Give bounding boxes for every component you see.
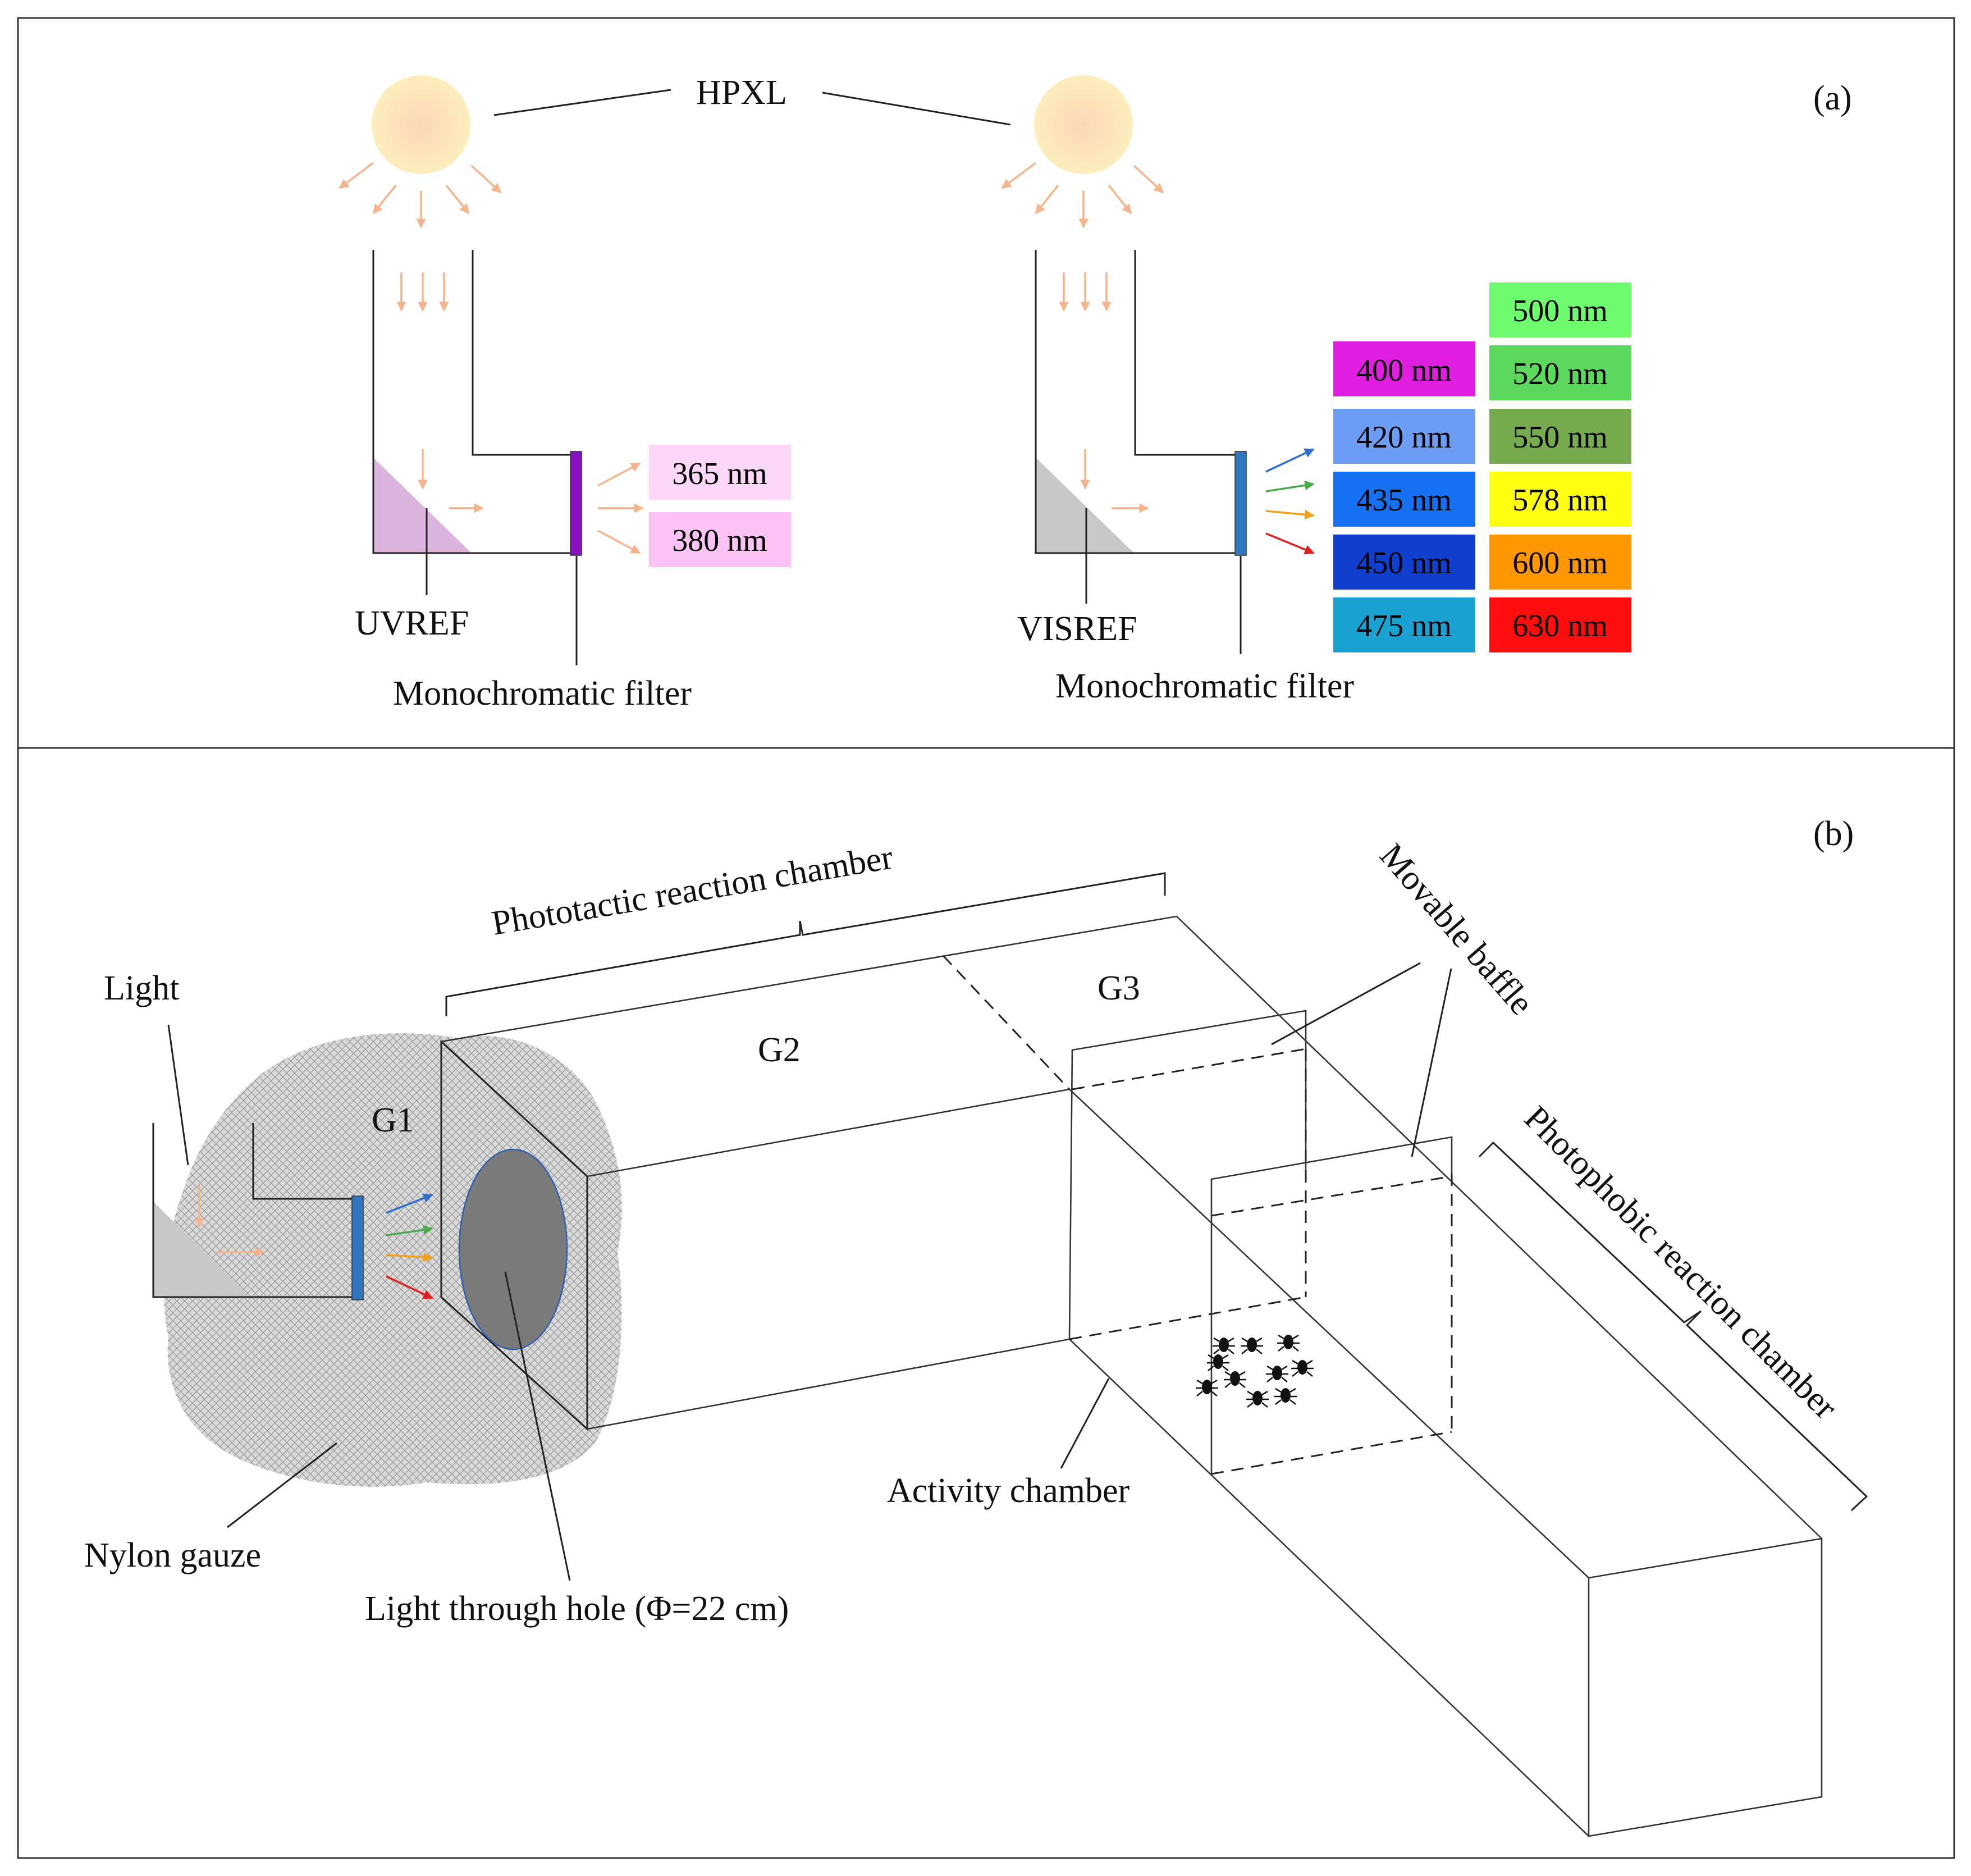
insect-icon [1196, 1379, 1218, 1396]
movable-baffle-1 [1068, 1010, 1307, 1340]
phototactic-label: Phototactic reaction chamber [489, 838, 896, 942]
swatch-380-label: 380 nm [672, 523, 767, 558]
hole-leader [504, 1271, 571, 1581]
swatch-630 [1489, 597, 1631, 652]
insect-icon [1246, 1390, 1269, 1408]
uv-filter-label: Monochromatic filter [393, 674, 692, 713]
panel-b-tag: (b) [1813, 815, 1854, 853]
swatch-420-label: 420 nm [1356, 420, 1452, 455]
light-source-filter [351, 1195, 364, 1300]
activity-label: Activity chamber [887, 1472, 1129, 1510]
baffle-leader-2 [1411, 968, 1452, 1157]
photophobic-brace [1478, 1141, 1868, 1512]
light-label: Light [104, 969, 179, 1007]
vis-reflector-label: VISREF [1017, 610, 1137, 648]
uv-reflector [373, 458, 472, 553]
nylon-label: Nylon gauze [84, 1536, 261, 1574]
insect-icon [1207, 1354, 1229, 1371]
uv-unit: UVREF Monochromatic filter [355, 250, 692, 713]
swatch-380 [649, 512, 791, 567]
vis-unit: VISREF Monochromatic filter [1017, 250, 1354, 705]
swatch-475 [1333, 597, 1475, 652]
lamp-leader-right [822, 92, 1011, 126]
swatch-400-label: 400 nm [1356, 353, 1452, 388]
insect-icon [1277, 1334, 1300, 1352]
hole-label: Light through hole (Φ=22 cm) [365, 1590, 789, 1628]
lamp-label: HPXL [696, 74, 787, 112]
insect-icon [1266, 1365, 1288, 1382]
g3-label: G3 [1097, 969, 1140, 1007]
light-source-b [152, 1123, 433, 1300]
swatch-550-label: 550 nm [1512, 420, 1608, 455]
vis-swatches-col1: 400 nm 420 nm 435 nm 450 nm 475 nm [1333, 341, 1475, 652]
activity-leader [1060, 1378, 1110, 1469]
vis-reflector [1036, 458, 1134, 553]
swatch-450 [1333, 535, 1475, 590]
swatch-600-label: 600 nm [1512, 546, 1608, 581]
swatch-435-label: 435 nm [1356, 483, 1452, 518]
swatch-420 [1333, 409, 1475, 464]
swatch-578 [1489, 472, 1631, 527]
lamp-right [1001, 75, 1164, 229]
swatch-500 [1489, 282, 1631, 337]
nylon-leader [227, 1442, 337, 1528]
photophobic-label: Photophobic reaction chamber [1517, 1099, 1845, 1427]
uv-reflector-label: UVREF [355, 604, 469, 642]
swatch-600 [1489, 535, 1631, 590]
insect-icon [1274, 1387, 1297, 1405]
insect-icon [1241, 1337, 1263, 1354]
uv-swatches: 365 nm 380 nm [649, 445, 791, 567]
lamp-leader-left [493, 89, 671, 116]
insect-icon [1213, 1337, 1235, 1354]
vis-filter-label: Monochromatic filter [1055, 667, 1354, 705]
uv-filter [570, 451, 582, 556]
light-hole [458, 1148, 568, 1350]
vis-filter [1234, 451, 1247, 556]
light-leader [167, 1024, 189, 1166]
swatch-500-label: 500 nm [1512, 294, 1608, 328]
phototactic-brace [445, 872, 1166, 1016]
g1-label: G1 [372, 1101, 414, 1139]
swatch-450-label: 450 nm [1356, 546, 1452, 581]
swatch-365 [649, 445, 791, 500]
swatch-435 [1333, 472, 1475, 527]
movable-baffle-2 [1210, 1136, 1453, 1475]
g2-label: G2 [758, 1031, 801, 1069]
insect-icon [1224, 1371, 1246, 1388]
baffle-leader-1 [1271, 962, 1421, 1046]
swatch-520-label: 520 nm [1512, 357, 1608, 391]
vis-swatches-col2: 500 nm 520 nm 550 nm 578 nm 600 nm 630 n… [1489, 282, 1631, 652]
swatch-630-label: 630 nm [1512, 609, 1608, 643]
panel-a-tag: (a) [1813, 79, 1852, 117]
swatch-550 [1489, 409, 1631, 464]
insects [1196, 1334, 1314, 1408]
panel-a-frame [17, 17, 1955, 749]
swatch-520 [1489, 345, 1631, 400]
swatch-365-label: 365 nm [672, 457, 767, 491]
panel-b-frame [17, 747, 1955, 1859]
insect-icon [1291, 1359, 1314, 1377]
chamber-box [441, 915, 1823, 1837]
swatch-475-label: 475 nm [1356, 609, 1452, 643]
swatch-400 [1333, 341, 1475, 396]
movable-baffle-label: Movable baffle [1372, 837, 1540, 1023]
lamp-left [339, 75, 502, 229]
swatch-578-label: 578 nm [1512, 483, 1608, 518]
